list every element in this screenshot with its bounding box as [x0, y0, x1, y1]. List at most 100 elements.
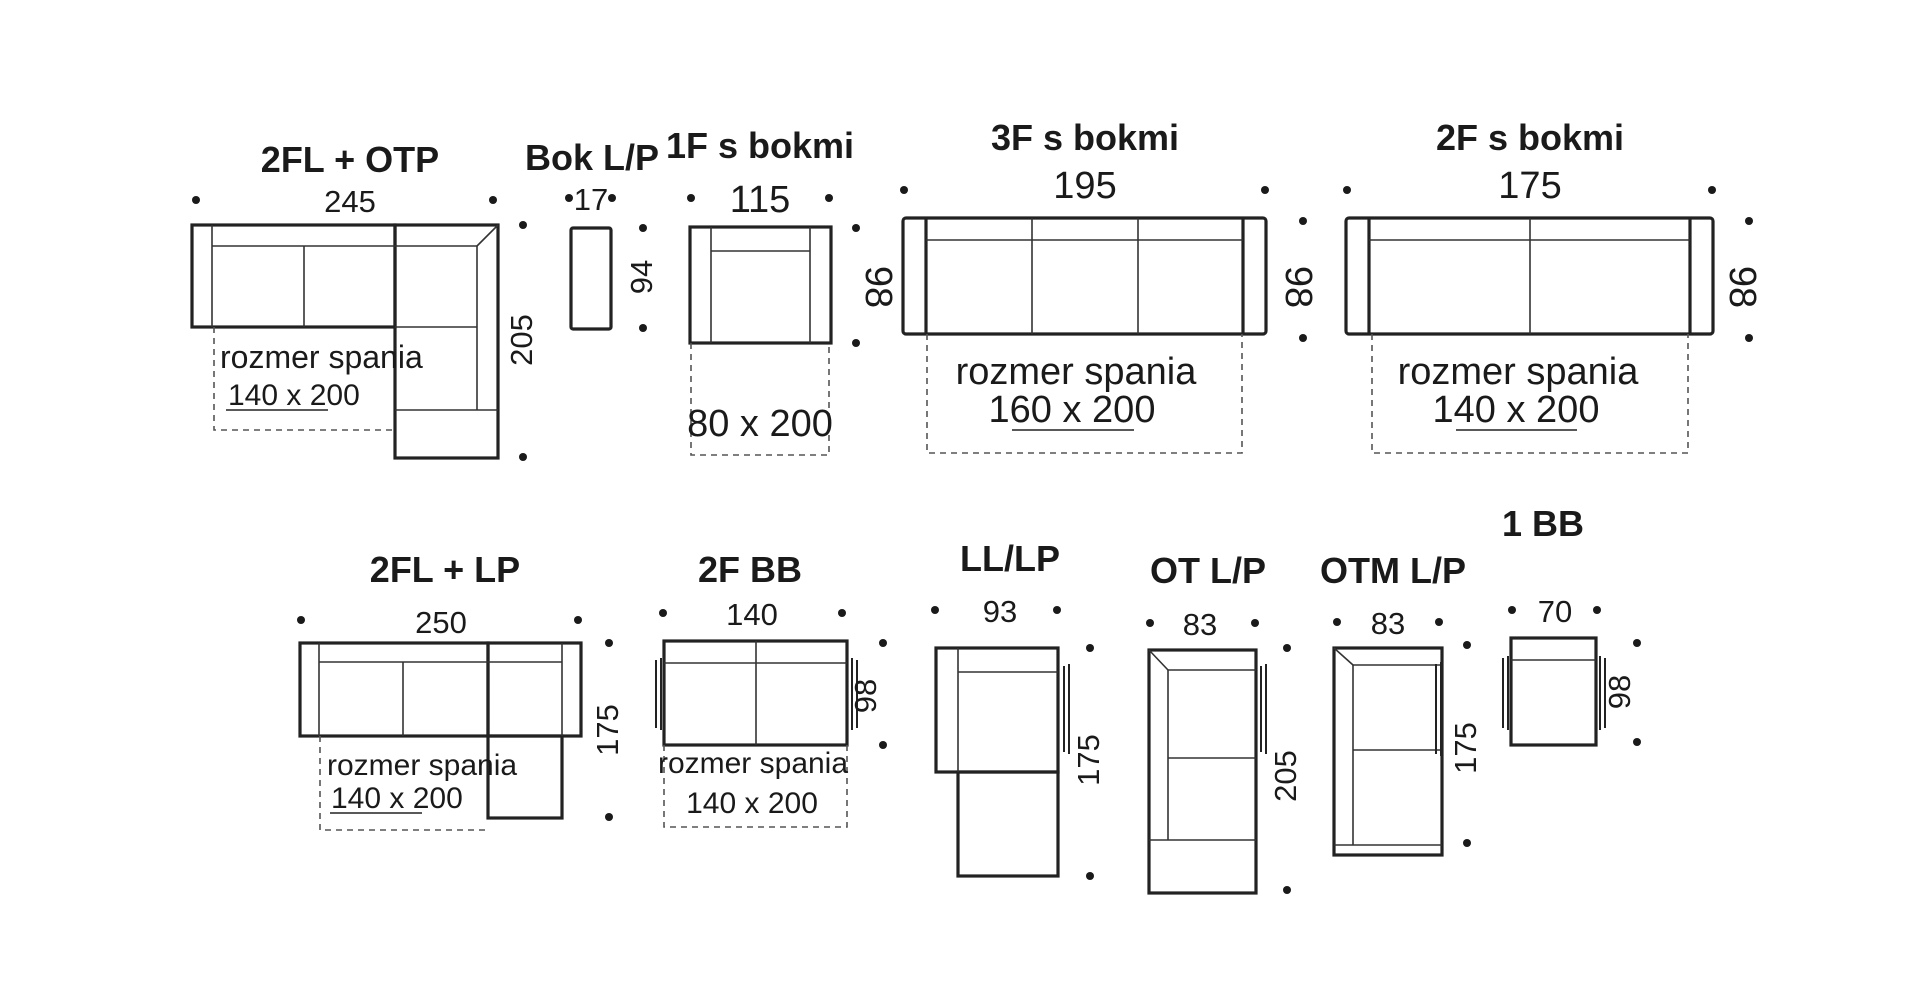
depth-dimension: 98	[1277, 266, 1319, 308]
dimension-dot	[825, 194, 833, 202]
width-dimension: 83	[1183, 607, 1217, 642]
module-title: 2FL + OTP	[261, 139, 439, 180]
module-3f-s-bokmi: 3F s bokmi 195 rozmer spania 160 x 200 9…	[900, 117, 1319, 454]
dimension-dot	[519, 221, 527, 229]
sleep-size: 140 x 200	[331, 782, 463, 815]
dimension-dot	[1283, 886, 1291, 894]
module-ll-lp: LL/LP 93 175	[931, 538, 1106, 880]
sleep-size: 160 x 200	[989, 389, 1156, 431]
dimension-dot	[1745, 217, 1753, 225]
module-title: OTM L/P	[1320, 550, 1466, 591]
dimension-dot	[565, 194, 573, 202]
dimension-dot	[1633, 639, 1641, 647]
dimension-dot	[1299, 334, 1307, 342]
chaise-outline	[393, 223, 500, 460]
dimension-dot	[1745, 334, 1753, 342]
module-2f-bb: 2F BB 140 rozmer spania 140 x 200 98	[655, 549, 887, 828]
width-dimension: 115	[730, 179, 791, 221]
dimension-dot	[1463, 839, 1471, 847]
chaise-outline	[956, 770, 1060, 878]
module-1f-s-bokmi: 1F s bokmi 115 80 x 200 98	[666, 125, 899, 456]
module-title: 2FL + LP	[370, 549, 520, 590]
module-title: LL/LP	[960, 538, 1060, 579]
depth-dimension: 175	[590, 704, 625, 756]
sofa-outline	[934, 646, 1060, 774]
depth-dimension: 98	[848, 679, 883, 713]
sleep-label: rozmer spania	[220, 339, 423, 375]
dimension-dot	[639, 224, 647, 232]
dimension-dot	[1146, 619, 1154, 627]
module-title: OT L/P	[1150, 550, 1266, 591]
dimension-dot	[1593, 606, 1601, 614]
dimension-dot	[1708, 186, 1716, 194]
sleep-size: 140 x 200	[228, 379, 360, 412]
dimension-dot	[687, 194, 695, 202]
dimension-dot	[852, 224, 860, 232]
dimension-dot	[605, 639, 613, 647]
dimension-dot	[852, 339, 860, 347]
width-dimension: 245	[324, 184, 376, 219]
dimension-dot	[1086, 872, 1094, 880]
corner-outline	[1147, 648, 1258, 895]
width-dimension: 195	[1053, 165, 1116, 207]
depth-dimension: 175	[1071, 734, 1106, 786]
module-title: 3F s bokmi	[991, 117, 1179, 158]
width-dimension: 17	[574, 182, 608, 217]
dimension-dot	[608, 194, 616, 202]
dimension-dot	[297, 616, 305, 624]
depth-dimension: 98	[1721, 266, 1763, 308]
sleep-label: rozmer spania	[956, 351, 1198, 393]
dimension-dot	[879, 741, 887, 749]
dimension-dot	[639, 324, 647, 332]
module-ot-lp: OT L/P 83 205	[1146, 550, 1303, 895]
module-title: Bok L/P	[525, 137, 659, 178]
armrest-outline	[569, 226, 613, 331]
sleep-area-outline	[690, 343, 830, 456]
sleep-area-outline	[1371, 334, 1689, 454]
dimension-dot	[1633, 738, 1641, 746]
width-dimension: 83	[1371, 606, 1405, 641]
dimension-dot	[1261, 186, 1269, 194]
module-title: 2F s bokmi	[1436, 117, 1624, 158]
width-dimension: 175	[1498, 165, 1561, 207]
sofa-outline	[298, 641, 490, 738]
depth-dimension: 205	[1268, 750, 1303, 802]
module-otm-lp: OTM L/P 83 175	[1320, 550, 1483, 857]
chaise-back-outline	[486, 641, 583, 738]
dimension-dot	[900, 186, 908, 194]
sleep-label: rozmer spania	[327, 749, 517, 782]
depth-dimension: 98	[857, 266, 899, 308]
dimension-dot	[1251, 619, 1259, 627]
width-dimension: 70	[1538, 594, 1572, 629]
dimension-dot	[931, 606, 939, 614]
sleep-area-outline	[926, 334, 1243, 454]
dimension-dot	[659, 609, 667, 617]
chaise-outline	[486, 734, 564, 820]
dimension-dot	[1299, 217, 1307, 225]
sleep-area-outline	[213, 327, 395, 431]
dimension-dot	[1463, 641, 1471, 649]
sofa-outline	[688, 225, 833, 345]
depth-dimension: 98	[1602, 675, 1637, 709]
module-2fl-otp: 2FL + OTP 245 rozmer spania 140 x 200 20…	[190, 139, 539, 461]
sleep-label: rozmer spania	[1398, 351, 1640, 393]
dimension-dot	[1333, 618, 1341, 626]
dimension-dot	[489, 196, 497, 204]
dimension-dot	[574, 616, 582, 624]
width-dimension: 93	[983, 594, 1017, 629]
dimension-dot	[1435, 618, 1443, 626]
sofa-outline	[190, 223, 397, 329]
width-dimension: 140	[726, 597, 778, 632]
module-title: 1 BB	[1502, 503, 1584, 544]
depth-dimension: 205	[504, 314, 539, 366]
module-1-bb: 1 BB 70 98	[1502, 503, 1641, 747]
sleep-label: rozmer spania	[658, 747, 848, 780]
dimension-dot	[192, 196, 200, 204]
dimension-dot	[838, 609, 846, 617]
dimension-dot	[1053, 606, 1061, 614]
module-bok: Bok L/P 17 94	[525, 137, 659, 332]
corner-outline	[1332, 646, 1444, 857]
seat-outline	[1509, 636, 1598, 747]
